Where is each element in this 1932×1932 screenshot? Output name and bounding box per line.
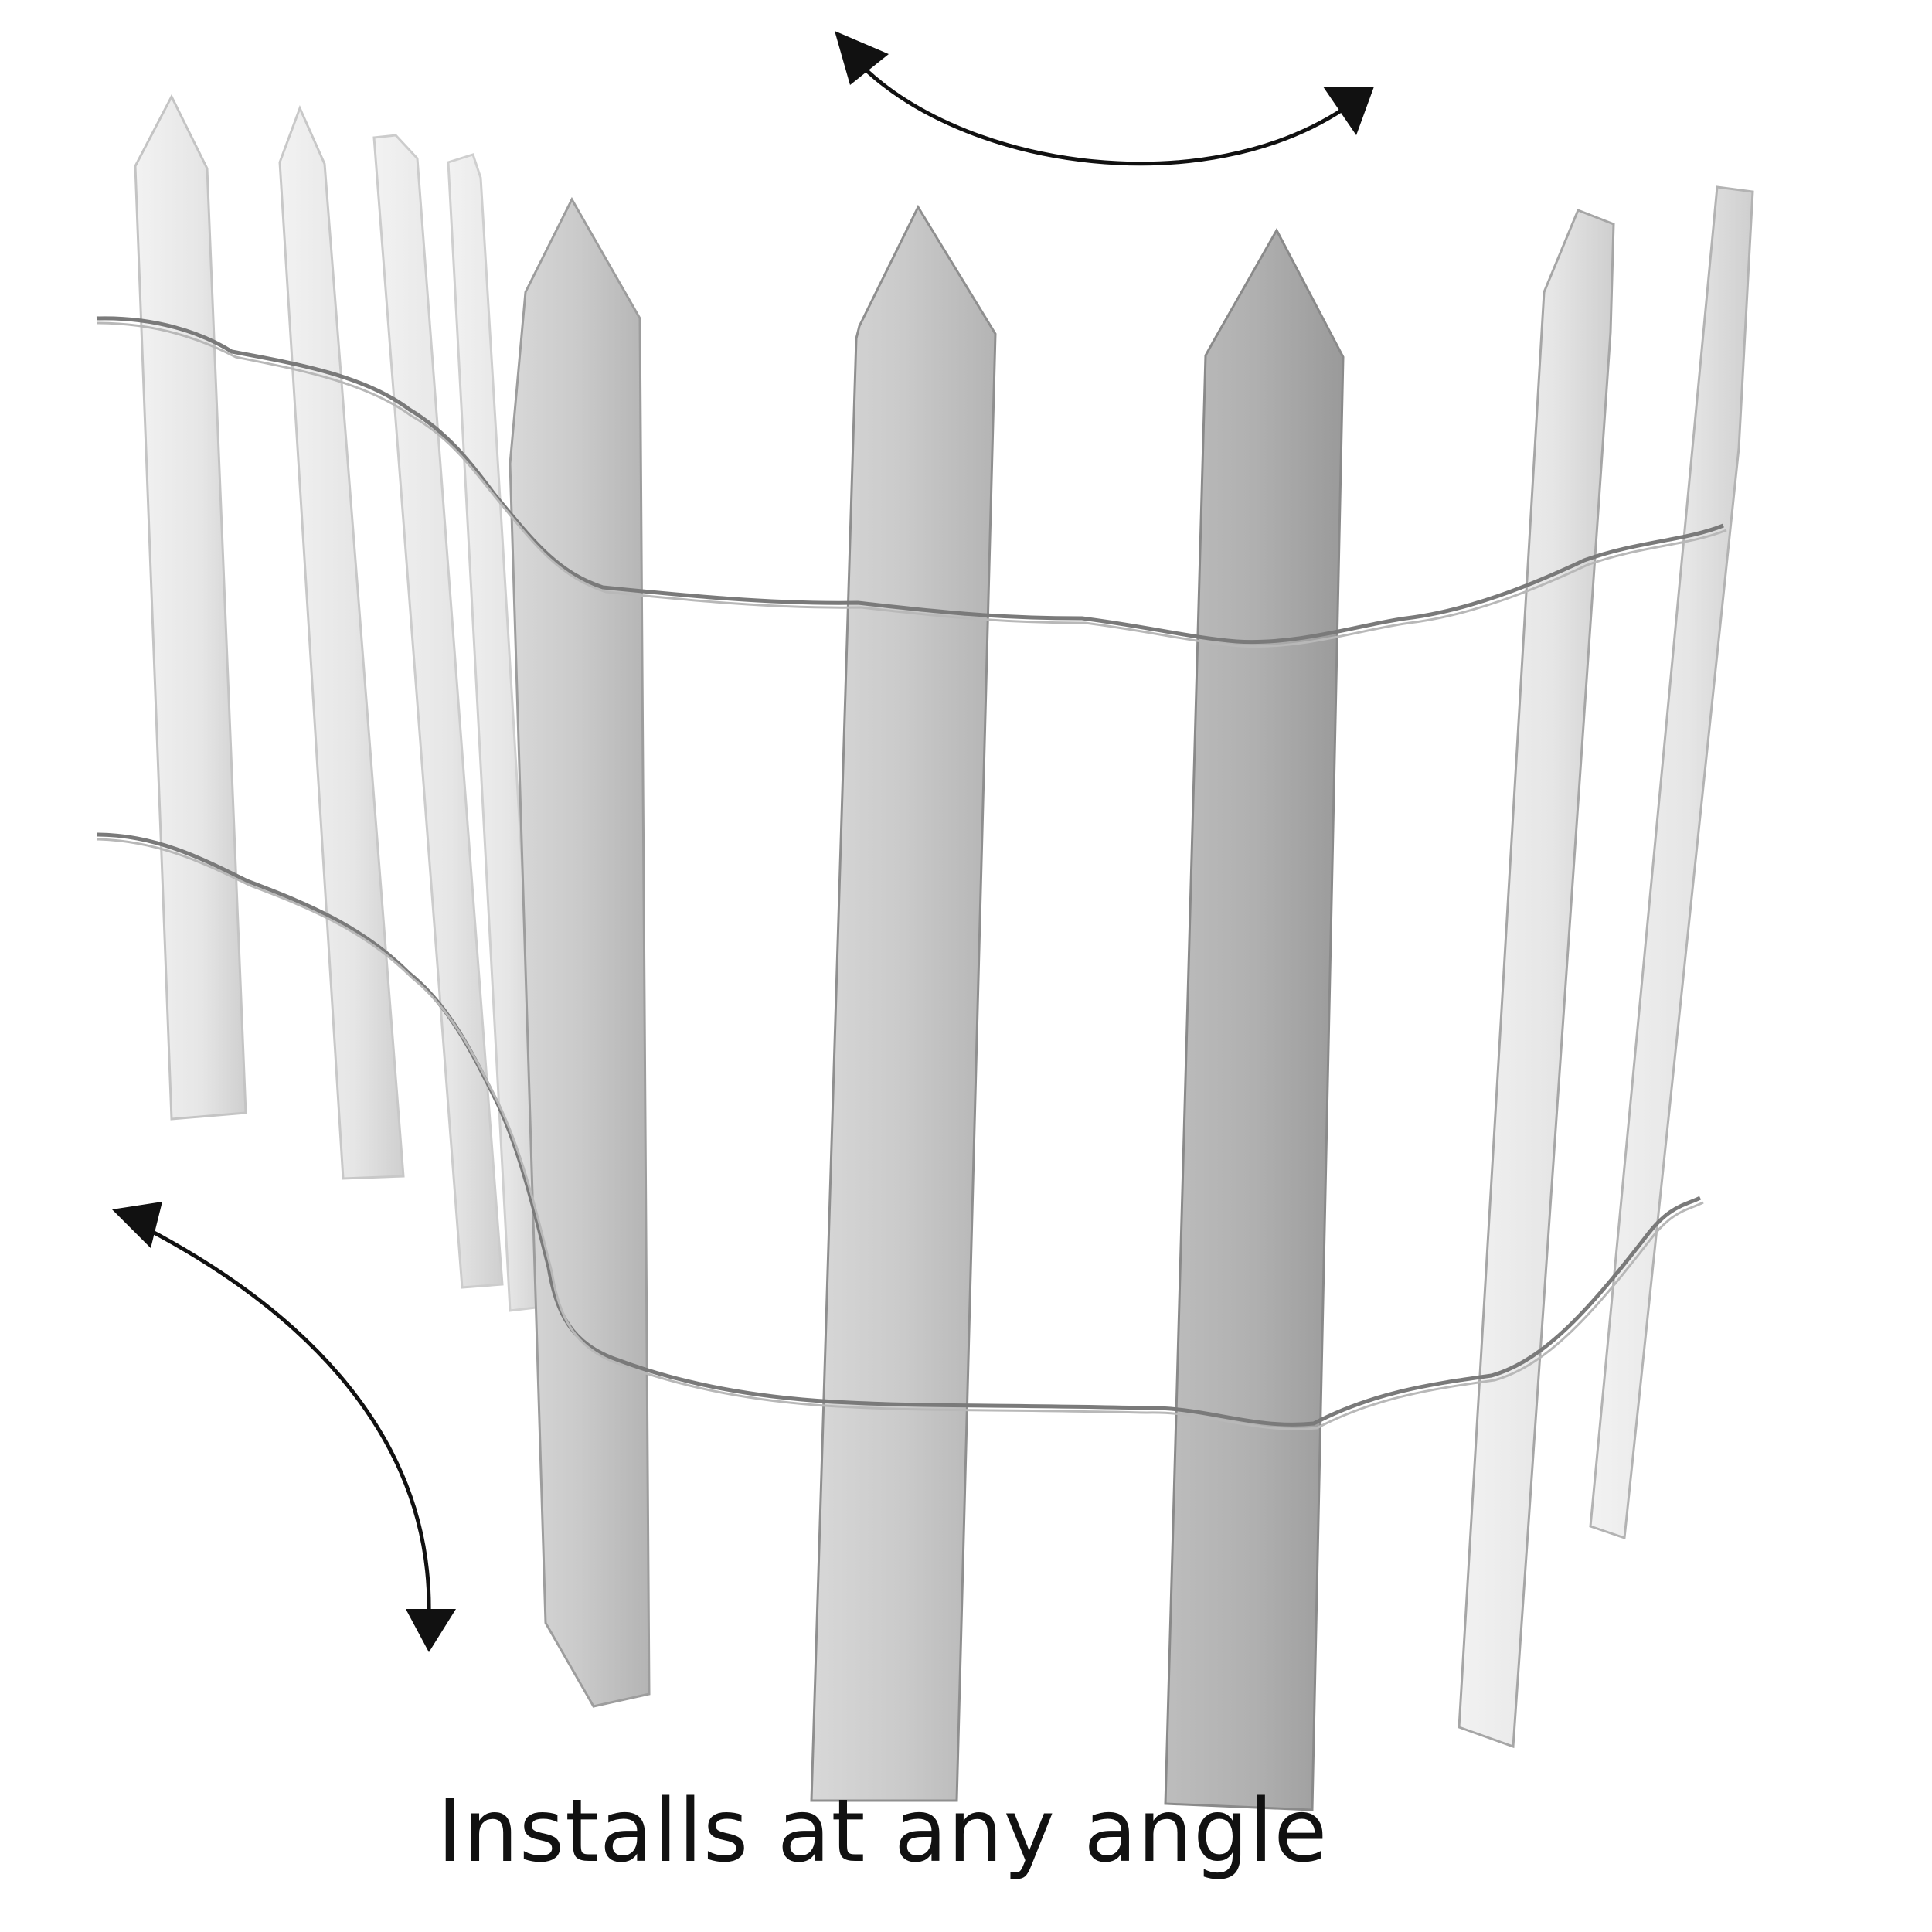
curved-double-arrow-top-icon — [835, 31, 1374, 166]
picket-4 — [447, 153, 550, 1312]
picket-1 — [134, 94, 247, 1121]
picket-6 — [810, 204, 997, 1802]
wire-upper — [96, 316, 1727, 648]
picket-3 — [372, 134, 504, 1289]
curved-double-arrow-left-icon — [112, 1202, 456, 1652]
picket-2 — [278, 105, 405, 1180]
picket-9 — [1589, 185, 1754, 1540]
picket-7 — [1164, 227, 1345, 1811]
picket-5 — [509, 196, 651, 1708]
picket-8 — [1458, 209, 1615, 1749]
wire-lower — [96, 832, 1704, 1430]
caption-text: Installs at any angle — [437, 1781, 1328, 1882]
